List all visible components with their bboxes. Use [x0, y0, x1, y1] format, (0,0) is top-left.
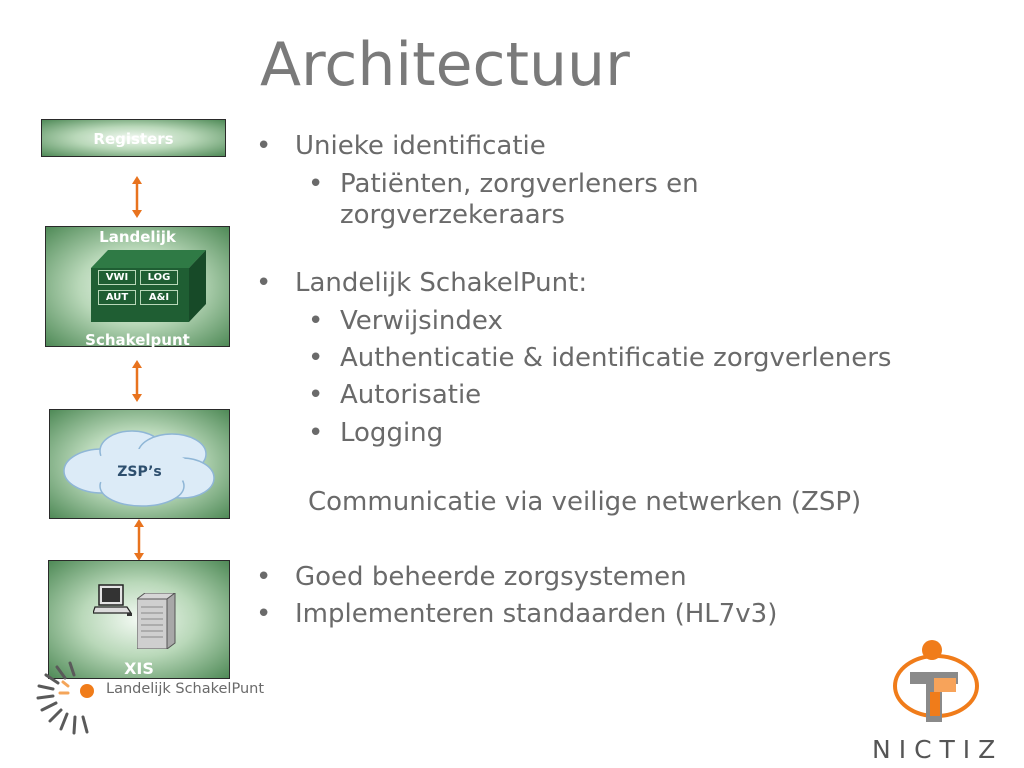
- bullet-marker: •: [308, 343, 324, 373]
- zsp-label: ZSP’s: [117, 464, 162, 480]
- zsp-box: ZSP’s: [49, 409, 230, 519]
- lsp-bottom-label: Schakelpunt: [85, 331, 190, 349]
- bullet-marker: •: [256, 131, 272, 161]
- bullet-text: Logging: [340, 418, 444, 448]
- bullet-text: Verwijsindex: [340, 306, 503, 336]
- bullet-text: Goed beheerde zorgsystemen: [295, 562, 687, 592]
- xis-label: XIS: [124, 659, 154, 678]
- bullet-marker: •: [256, 268, 272, 298]
- computer-icon: [93, 584, 133, 616]
- bullet-text: Landelijk SchakelPunt:: [295, 268, 588, 298]
- double-arrow-icon: [134, 519, 144, 561]
- bullet-marker: •: [308, 418, 324, 448]
- module-ai: A&I: [140, 290, 178, 305]
- bullet-marker: •: [256, 562, 272, 592]
- nictiz-logo-icon: [893, 640, 979, 722]
- bullet-text: Authenticatie & identificatie zorgverlen…: [340, 343, 892, 373]
- xis-box: XIS: [48, 560, 230, 679]
- bullet-marker: •: [308, 380, 324, 410]
- slide-title: Architectuur: [260, 30, 630, 100]
- lsp-logo-icon: [36, 661, 94, 735]
- bullet-marker: •: [308, 306, 324, 336]
- double-arrow-icon: [132, 360, 142, 402]
- bullet-text: Patiënten, zorgverleners en: [340, 169, 699, 199]
- module-log: LOG: [140, 270, 178, 285]
- cloud-icon: [63, 430, 215, 507]
- lsp-top-label: Landelijk: [99, 228, 176, 246]
- module-aut: AUT: [98, 290, 136, 305]
- lsp-server-block-icon: [91, 250, 206, 322]
- registers-box: Registers: [41, 119, 226, 157]
- lsp-box: Landelijk VWI LOG AUT A&I Schakelpunt: [45, 226, 230, 349]
- server-tower-icon: [137, 593, 176, 649]
- registers-label: Registers: [93, 130, 174, 148]
- bullet-text: zorgverzekeraars: [340, 200, 565, 230]
- bullet-text: Autorisatie: [340, 380, 482, 410]
- bullet-marker: •: [256, 599, 272, 629]
- bullet-marker: •: [308, 169, 324, 199]
- module-vwi: VWI: [98, 270, 136, 285]
- bullet-text: Implementeren standaarden (HL7v3): [295, 599, 778, 629]
- plain-text: Communicatie via veilige netwerken (ZSP): [308, 487, 862, 517]
- nictiz-logo-text: NICTIZ: [872, 735, 1004, 764]
- double-arrow-icon: [132, 176, 142, 218]
- lsp-logo-text: Landelijk SchakelPunt: [106, 681, 265, 697]
- bullet-text: Unieke identificatie: [295, 131, 546, 161]
